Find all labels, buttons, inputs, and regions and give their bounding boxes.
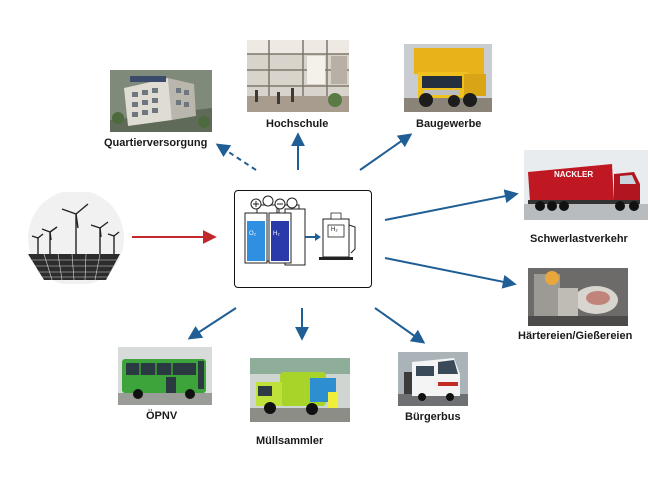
hydrogen-system-box: O₂ H₂ H₂ [234, 190, 372, 288]
label-hochschule: Hochschule [266, 118, 329, 130]
label-baugewerbe: Baugewerbe [416, 118, 482, 130]
arrow-schwerlastverkehr [384, 189, 519, 221]
truck-brand-text: NACKLER [554, 170, 594, 179]
arrow-baugewerbe [359, 133, 413, 171]
tank-o2-label: O₂ [249, 231, 256, 237]
dispenser-h2-label: H₂ [331, 227, 338, 233]
label-schwerlastverkehr: Schwerlastverkehr [530, 233, 628, 245]
label-buergerbus: Bürgerbus [405, 411, 461, 423]
hochschule-image [247, 40, 349, 112]
label-haertereien: Härtereien/Gießereien [518, 330, 633, 342]
wind-solar-icon [22, 192, 130, 284]
arrow-oepnv [187, 307, 237, 340]
haertereien-image [528, 268, 628, 326]
arrow-quartierversorgung [215, 143, 257, 171]
label-quartierversorgung: Quartierversorgung [104, 137, 208, 149]
baugewerbe-image [404, 44, 492, 112]
schwerlastverkehr-image: NACKLER [524, 150, 648, 220]
buergerbus-image [398, 352, 468, 406]
tank-h2-label: H₂ [273, 231, 280, 237]
oepnv-image [118, 347, 212, 405]
quartierversorgung-image [110, 70, 212, 132]
muellsammler-image [250, 358, 350, 422]
arrow-buergerbus [374, 307, 426, 344]
arrow-haertereien [384, 257, 517, 289]
label-oepnv: ÖPNV [146, 410, 178, 422]
label-muellsammler: Müllsammler [256, 435, 324, 447]
